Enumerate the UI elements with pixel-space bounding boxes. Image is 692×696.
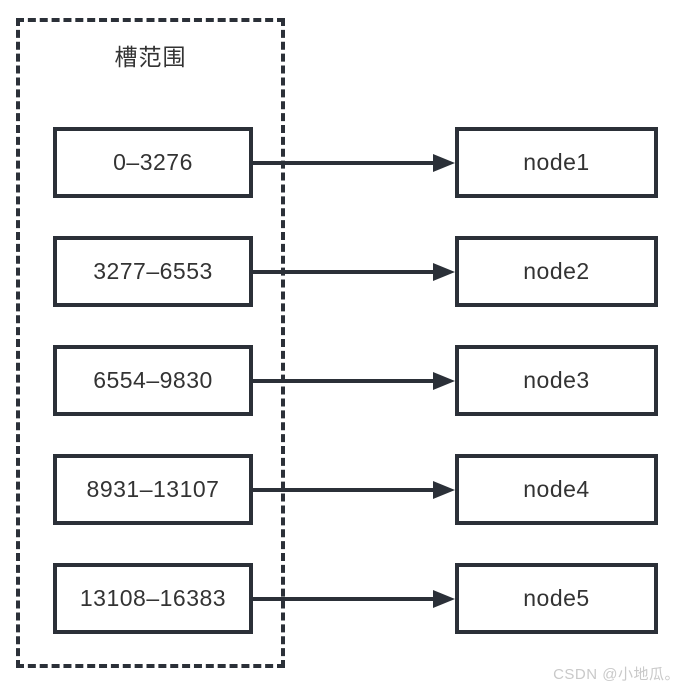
arrow-head-icon-2: [433, 263, 455, 281]
node-box-2: node2: [455, 236, 658, 307]
arrow-head-icon-5: [433, 590, 455, 608]
arrow-head-icon-3: [433, 372, 455, 390]
node-label-3: node3: [523, 367, 590, 393]
slot-range-label-3: 6554–9830: [93, 367, 213, 393]
slot-range-box-5: 13108–16383: [53, 563, 253, 634]
slot-range-box-2: 3277–6553: [53, 236, 253, 307]
node-label-2: node2: [523, 258, 590, 284]
node-box-5: node5: [455, 563, 658, 634]
node-label-5: node5: [523, 585, 590, 611]
node-box-4: node4: [455, 454, 658, 525]
slot-range-box-4: 8931–13107: [53, 454, 253, 525]
node-box-1: node1: [455, 127, 658, 198]
slot-range-label-4: 8931–13107: [86, 476, 220, 502]
watermark: CSDN @小地瓜。: [553, 666, 680, 683]
slot-range-box-3: 6554–9830: [53, 345, 253, 416]
arrow-head-icon-4: [433, 481, 455, 499]
slot-range-group-boundary: [16, 18, 285, 668]
slot-range-group-title: 槽范围: [114, 44, 187, 70]
node-box-3: node3: [455, 345, 658, 416]
slot-range-label-5: 13108–16383: [79, 585, 227, 611]
node-label-4: node4: [523, 476, 590, 502]
slot-range-label-2: 3277–6553: [93, 258, 213, 284]
slot-range-label-1: 0–3276: [113, 149, 193, 175]
node-label-1: node1: [523, 149, 590, 175]
arrow-head-icon-1: [433, 154, 455, 172]
slot-range-box-1: 0–3276: [53, 127, 253, 198]
